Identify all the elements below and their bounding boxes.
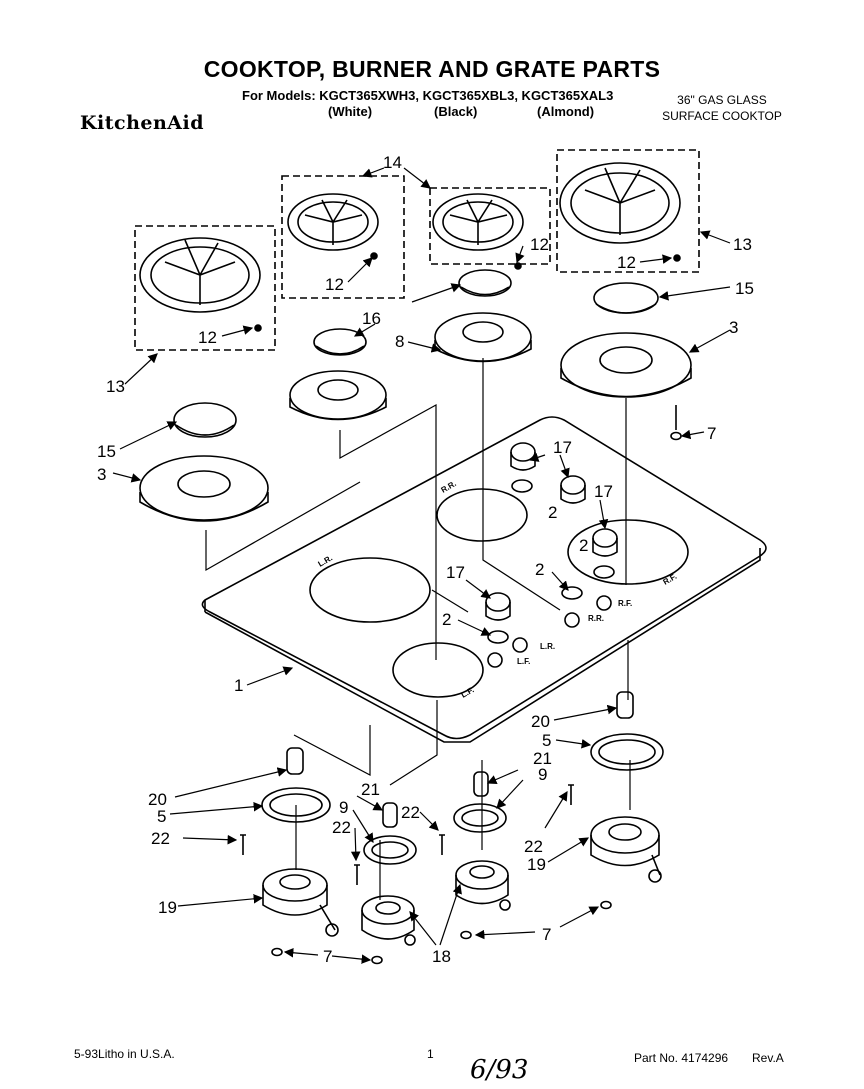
callout-22: 22 xyxy=(401,803,420,822)
callout-7: 7 xyxy=(542,925,551,944)
product-type-line1: 36" GAS GLASS xyxy=(677,93,767,107)
control-knobs xyxy=(485,442,618,644)
callout-17: 17 xyxy=(594,482,613,501)
mark-rr-knob: R.R. xyxy=(588,614,604,623)
revision: Rev.A xyxy=(752,1051,784,1065)
callout-12: 12 xyxy=(325,275,344,294)
burner-hole-left-rear xyxy=(309,557,431,623)
color-black: (Black) xyxy=(434,104,478,119)
callout-16: 16 xyxy=(362,309,381,328)
callout-1: 1 xyxy=(234,676,243,695)
callout-22: 22 xyxy=(524,837,543,856)
product-type-line2: SURFACE COOKTOP xyxy=(662,109,782,123)
glass-cooktop xyxy=(201,416,767,743)
leader-lines xyxy=(112,167,731,964)
grate-left-small xyxy=(281,175,405,299)
mark-lr-knob: L.R. xyxy=(540,642,555,651)
product-type: 36" GAS GLASS SURFACE COOKTOP xyxy=(652,92,792,124)
burner-hole-left-front xyxy=(392,642,484,698)
screws-and-nuts xyxy=(240,405,682,965)
callout-7: 7 xyxy=(707,424,716,443)
callout-2: 2 xyxy=(535,560,544,579)
burner-bases xyxy=(261,691,664,946)
callout-17: 17 xyxy=(553,438,572,457)
callout-5: 5 xyxy=(542,731,551,750)
callout-19: 19 xyxy=(158,898,177,917)
part-number: Part No. 4174296 xyxy=(634,1051,729,1065)
page-title: COOKTOP, BURNER AND GRATE PARTS xyxy=(203,56,661,82)
callout-20: 20 xyxy=(148,790,167,809)
callout-14: 14 xyxy=(383,153,402,172)
callout-2: 2 xyxy=(548,503,557,522)
page-number: 1 xyxy=(427,1047,434,1061)
callout-22: 22 xyxy=(151,829,170,848)
grate-right-large xyxy=(556,149,700,273)
mark-lr: L.R. xyxy=(317,553,335,568)
handwritten-date: 6/93 xyxy=(470,1055,529,1085)
callout-19: 19 xyxy=(527,855,546,874)
callout-5: 5 xyxy=(157,807,166,826)
callout-12: 12 xyxy=(530,235,549,254)
mark-rf-knob: R.F. xyxy=(618,599,632,608)
callout-3: 3 xyxy=(729,318,738,337)
callout-21: 21 xyxy=(533,749,552,768)
models-line: For Models: KGCT365XWH3, KGCT365XBL3, KG… xyxy=(242,88,614,103)
callout-12: 12 xyxy=(617,253,636,272)
callout-15: 15 xyxy=(735,279,754,298)
mark-rf: R.F. xyxy=(662,572,679,587)
callout-13: 13 xyxy=(106,377,125,396)
callout-22: 22 xyxy=(332,818,351,837)
color-almond: (Almond) xyxy=(537,104,595,119)
callout-13: 13 xyxy=(733,235,752,254)
callout-20: 20 xyxy=(531,712,550,731)
litho-note: 5-93Litho in U.S.A. xyxy=(74,1047,175,1061)
mark-lf-knob: L.F. xyxy=(517,657,530,666)
callout-21: 21 xyxy=(361,780,380,799)
callout-12: 12 xyxy=(198,328,217,347)
brand-logo: KitchenAid xyxy=(80,112,205,134)
callout-3: 3 xyxy=(97,465,106,484)
guide-lines xyxy=(205,358,631,900)
callout-2: 2 xyxy=(579,536,588,555)
callout-labels: 12 12 12 12 14 13 13 15 15 3 3 16 8 7 17… xyxy=(97,153,754,966)
burner-hole-right-front xyxy=(567,519,689,585)
callout-18: 18 xyxy=(432,947,451,966)
callout-17: 17 xyxy=(446,563,465,582)
grate-left-large xyxy=(134,225,276,351)
burner-hole-right-rear xyxy=(436,488,528,542)
burner-caps xyxy=(173,269,659,438)
grate-right-small xyxy=(429,187,551,265)
callout-9: 9 xyxy=(538,765,547,784)
burner-heads xyxy=(139,312,692,522)
callout-7: 7 xyxy=(323,947,332,966)
color-white: (White) xyxy=(328,104,373,119)
mark-rr: R.R. xyxy=(440,479,458,495)
callout-15: 15 xyxy=(97,442,116,461)
callout-2: 2 xyxy=(442,610,451,629)
callout-8: 8 xyxy=(395,332,404,351)
callout-9: 9 xyxy=(339,798,348,817)
